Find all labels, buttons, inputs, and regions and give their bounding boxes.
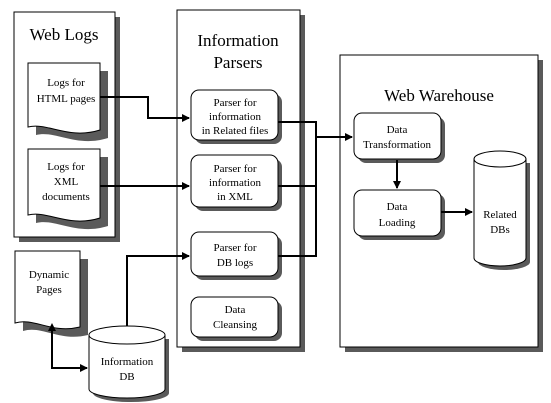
parser-xml-line1: Parser for: [213, 163, 256, 175]
html-logs-document: Logs for HTML pages: [27, 62, 108, 142]
warehouse-title: Web Warehouse: [384, 86, 494, 105]
parser-db-line1: Parser for: [213, 242, 256, 254]
parser-db-line2: DB logs: [217, 257, 253, 269]
related-dbs-line1: Related: [483, 209, 517, 221]
loading-line2: Loading: [379, 217, 416, 229]
information-db-cylinder: Information DB: [88, 325, 169, 402]
xml-logs-label-2: XML: [54, 176, 79, 188]
related-dbs-cylinder: Related DBs: [473, 150, 530, 270]
web-logs-title: Web Logs: [30, 25, 99, 44]
information-db-line2: DB: [119, 371, 134, 383]
parser-xml-line3: in XML: [217, 191, 253, 203]
dynamic-pages-line2: Pages: [36, 284, 62, 296]
xml-logs-document: Logs for XML documents: [27, 148, 108, 230]
xml-logs-label-3: documents: [42, 191, 90, 203]
parser-xml-line2: information: [209, 177, 261, 189]
parser-db-logs-box: Parser for DB logs: [190, 231, 282, 280]
html-logs-label-1: Logs for: [47, 77, 85, 89]
parser-related-line1: Parser for: [213, 97, 256, 109]
xml-logs-label-1: Logs for: [47, 161, 85, 173]
dynamic-pages-line1: Dynamic: [29, 269, 69, 281]
parsers-title-line2: Parsers: [213, 53, 262, 72]
transformation-line1: Data: [387, 124, 408, 136]
parser-related-line3: in Related files: [202, 125, 269, 137]
parser-related-line2: information: [209, 111, 261, 123]
information-db-to-parser-arrow: [126, 252, 190, 326]
parser-db-merge-line: [278, 141, 317, 257]
transformation-line2: Transformation: [363, 139, 432, 151]
data-cleansing-box: Data Cleansing: [190, 296, 282, 341]
cleansing-line2: Cleansing: [213, 319, 257, 331]
dynamic-pages-to-information-db-arrow: [48, 323, 88, 372]
html-logs-label-2: HTML pages: [37, 93, 96, 105]
loading-line1: Data: [387, 201, 408, 213]
related-dbs-line2: DBs: [490, 224, 510, 236]
parser-related-merge-line: [278, 121, 317, 141]
parser-xml-box: Parser for information in XML: [190, 154, 282, 211]
information-db-line1: Information: [101, 356, 154, 368]
dynamic-pages-document: Dynamic Pages: [14, 250, 88, 337]
html-logs-to-parser-arrow: [100, 96, 190, 122]
parser-related-files-box: Parser for information in Related files: [190, 89, 282, 144]
cleansing-line1: Data: [225, 304, 246, 316]
data-loading-box: Data Loading: [353, 189, 445, 240]
parsers-title-line1: Information: [197, 31, 279, 50]
data-transformation-box: Data Transformation: [353, 112, 445, 163]
